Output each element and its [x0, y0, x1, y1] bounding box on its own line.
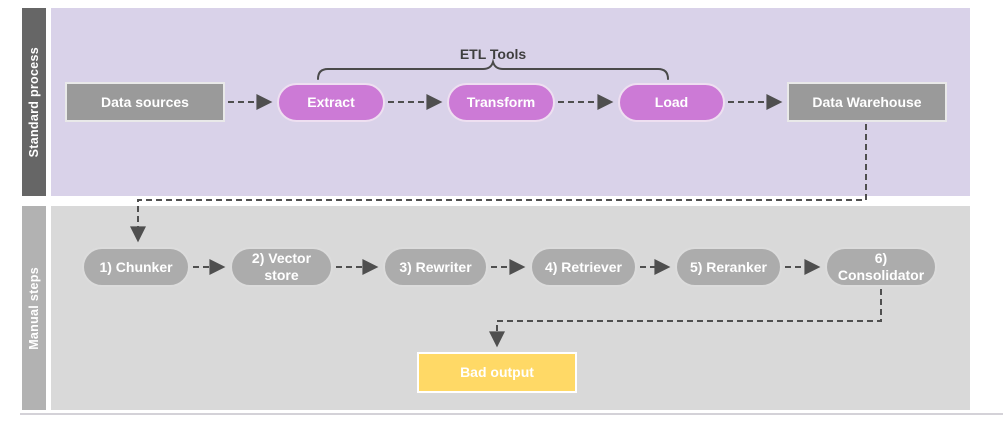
node-consolidator: 6) Consolidator	[825, 247, 937, 287]
etl-tools-group-label: ETL Tools	[459, 46, 527, 62]
node-data-warehouse: Data Warehouse	[787, 82, 947, 122]
manual-steps-label: Manual steps	[27, 266, 41, 350]
node-load-label: Load	[654, 94, 689, 110]
standard-process-sidebar: Standard process	[22, 8, 46, 196]
node-reranker-label: 5) Reranker	[689, 258, 768, 275]
node-chunker-label: 1) Chunker	[99, 258, 173, 275]
node-data-sources: Data sources	[65, 82, 225, 122]
node-rewriter-label: 3) Rewriter	[399, 258, 472, 275]
node-rewriter: 3) Rewriter	[383, 247, 488, 287]
node-retriever-label: 4) Retriever	[544, 258, 623, 275]
node-load: Load	[618, 83, 725, 122]
node-data-sources-label: Data sources	[101, 93, 189, 110]
node-vector-store-label: 2) Vector store	[251, 250, 312, 283]
node-vector-store: 2) Vector store	[230, 247, 333, 287]
node-data-warehouse-label: Data Warehouse	[812, 93, 922, 110]
node-transform: Transform	[447, 83, 555, 122]
node-extract-label: Extract	[307, 94, 355, 110]
bottom-separator-line	[20, 413, 1003, 415]
node-bad-output: Bad output	[417, 352, 577, 393]
node-consolidator-label: 6) Consolidator	[837, 250, 925, 283]
node-bad-output-label: Bad output	[460, 364, 534, 380]
manual-steps-sidebar: Manual steps	[22, 206, 46, 410]
node-retriever: 4) Retriever	[530, 247, 637, 287]
node-chunker: 1) Chunker	[82, 247, 190, 287]
node-transform-label: Transform	[466, 94, 536, 110]
standard-process-label: Standard process	[27, 46, 41, 158]
node-extract: Extract	[277, 83, 385, 122]
node-reranker: 5) Reranker	[675, 247, 782, 287]
